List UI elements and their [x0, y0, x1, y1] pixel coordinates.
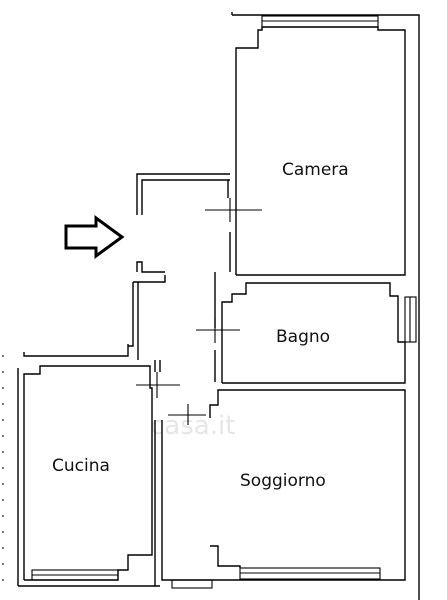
watermark: casa.it: [150, 411, 235, 441]
door-bagno: [196, 318, 240, 343]
exterior-walls: [231, 12, 420, 600]
window-soggiorno-small: [171, 579, 213, 589]
door-soggiorno: [168, 404, 206, 425]
door-camera: [205, 198, 262, 222]
room-soggiorno: Soggiorno: [154, 389, 406, 589]
room-label-cucina: Cucina: [52, 456, 110, 476]
door-cucina: [136, 372, 180, 398]
room-label-camera: Camera: [282, 160, 349, 180]
room-cucina: Cucina: [17, 344, 180, 587]
room-bagno: Bagno: [196, 272, 417, 384]
room-label-bagno: Bagno: [276, 327, 330, 347]
room-label-soggiorno: Soggiorno: [240, 471, 326, 491]
corridor-walls: [128, 173, 230, 372]
arrow-right-icon: [64, 215, 125, 259]
room-camera: Camera: [205, 26, 406, 276]
